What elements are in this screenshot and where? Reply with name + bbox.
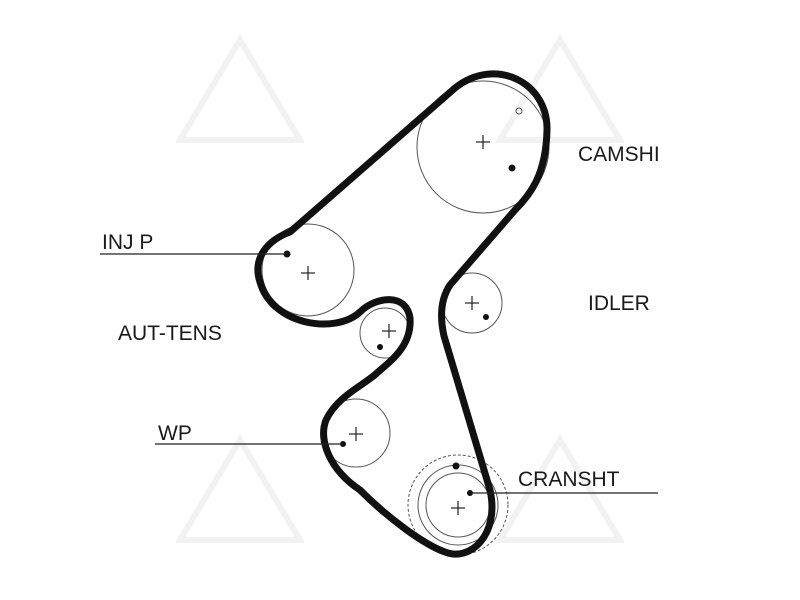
camshaft-small-mark	[515, 107, 523, 115]
crankshaft-timing-mark	[452, 462, 460, 470]
background-watermark	[174, 34, 626, 543]
label-water-pump: WP	[158, 422, 192, 445]
label-idler: IDLER	[588, 292, 650, 315]
label-injection-pump: INJ P	[102, 231, 153, 254]
timing-belt	[254, 70, 551, 558]
auto-tensioner-mark	[377, 344, 383, 350]
label-camshaft: CAMSHI	[578, 143, 660, 166]
camshaft-timing-mark	[508, 164, 516, 172]
label-crankshaft: CRANSHT	[518, 468, 620, 491]
crankshaft-pulley	[407, 454, 509, 556]
label-auto-tensioner: AUT-TENS	[118, 322, 222, 345]
idler-mark	[483, 314, 489, 320]
